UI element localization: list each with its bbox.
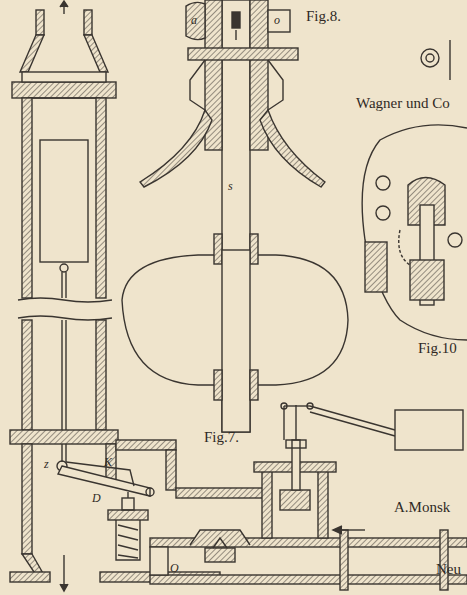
- firm-name: A.Monsk: [394, 500, 450, 515]
- firm-name: Neu: [436, 562, 461, 577]
- part-letter: s: [228, 180, 233, 192]
- part-letter: O: [170, 562, 179, 574]
- part-letter: K: [104, 456, 112, 468]
- figure-title: Fig.8.: [306, 9, 341, 24]
- figure-title: Fig.7.: [204, 430, 239, 445]
- figure-title: Fig.10: [418, 341, 457, 356]
- part-letter: o: [274, 14, 280, 26]
- part-letter: z: [44, 458, 49, 470]
- part-letter: D: [92, 492, 101, 504]
- part-letter: a: [191, 14, 197, 26]
- firm-name: Wagner und Co: [356, 96, 450, 111]
